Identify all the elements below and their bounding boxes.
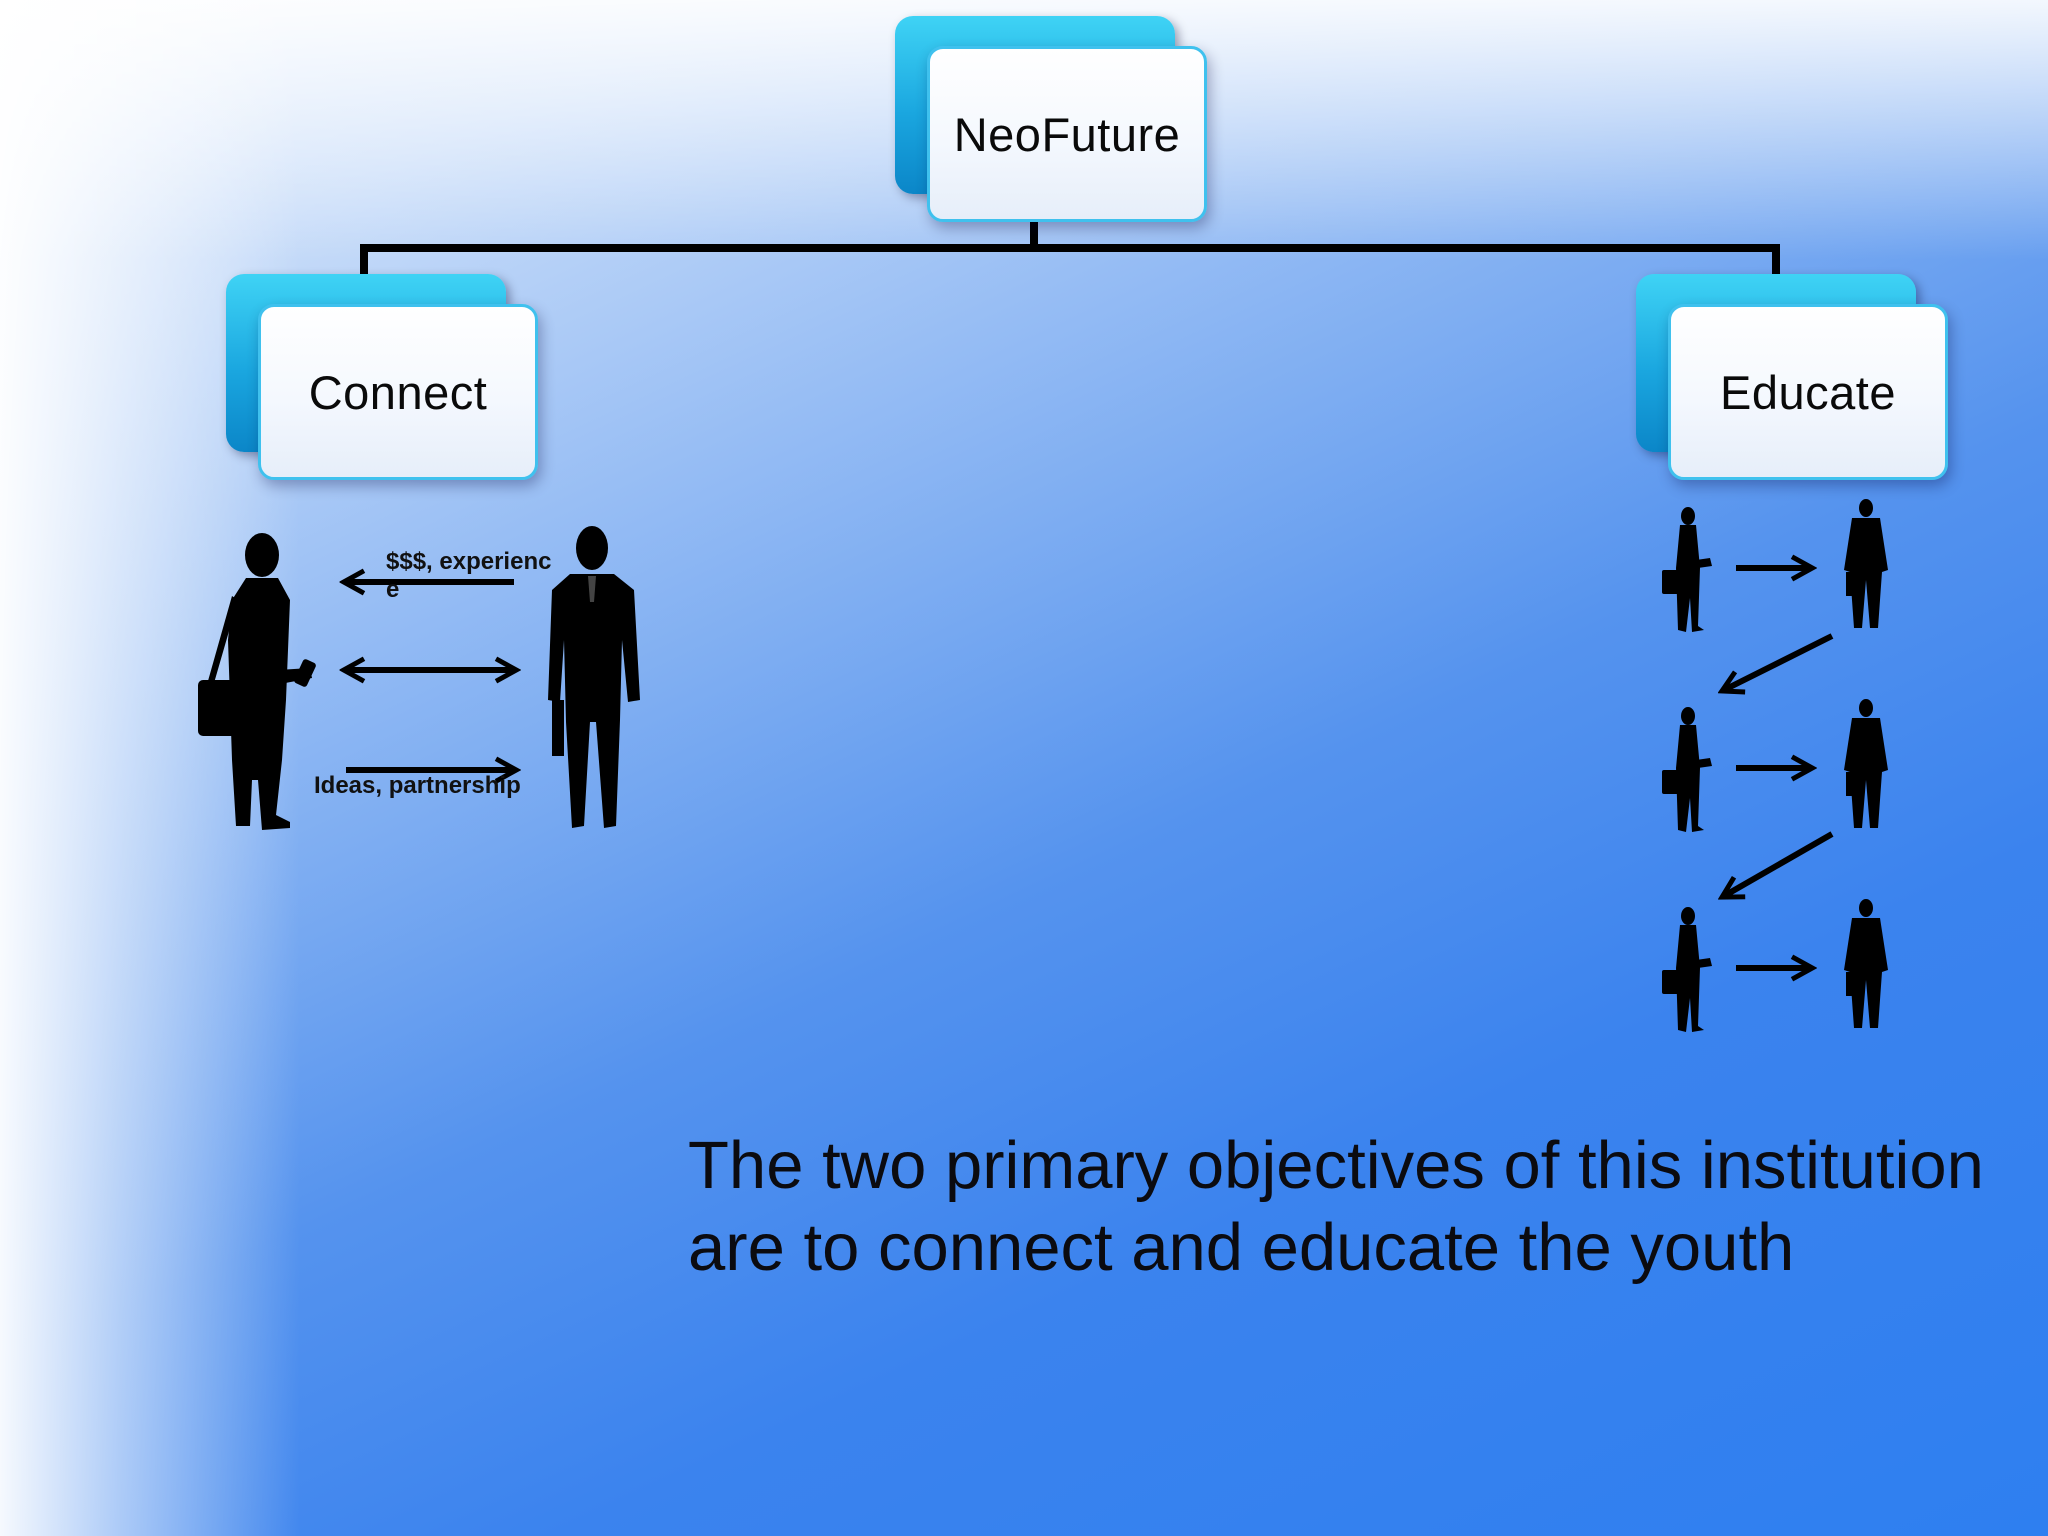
connect-node-label: Connect: [308, 365, 488, 419]
student-figure-3: [1662, 907, 1712, 1032]
root-node-label: NeoFuture: [953, 107, 1181, 161]
businessman-silhouette: [548, 526, 640, 828]
caption-text: The two primary objectives of this insti…: [688, 1128, 1984, 1285]
experience-label: $$$, experienc e: [386, 548, 551, 604]
student-silhouette: [198, 533, 316, 830]
connect-node: Connect: [226, 274, 538, 482]
businessman-figure-3: [1844, 899, 1888, 1028]
ladder-arrow-down-1: [1724, 633, 1834, 690]
connect-node-card: Connect: [258, 304, 538, 480]
businessman-figure-2: [1844, 699, 1888, 828]
root-node-card: NeoFuture: [927, 46, 1207, 222]
educate-node-label: Educate: [1720, 365, 1896, 419]
educate-node-card: Educate: [1668, 304, 1948, 480]
ladder-arrow-down-2: [1724, 831, 1834, 896]
educate-node: Educate: [1636, 274, 1948, 482]
businessman-figure-1: [1844, 499, 1888, 628]
student-figure-2: [1662, 707, 1712, 832]
root-node: NeoFuture: [895, 16, 1207, 224]
student-figure-1: [1662, 507, 1712, 632]
ideas-label: Ideas, partnership: [314, 772, 521, 799]
experience-label-line2: e: [386, 576, 400, 603]
experience-label-line1: $$$, experienc: [386, 548, 552, 575]
